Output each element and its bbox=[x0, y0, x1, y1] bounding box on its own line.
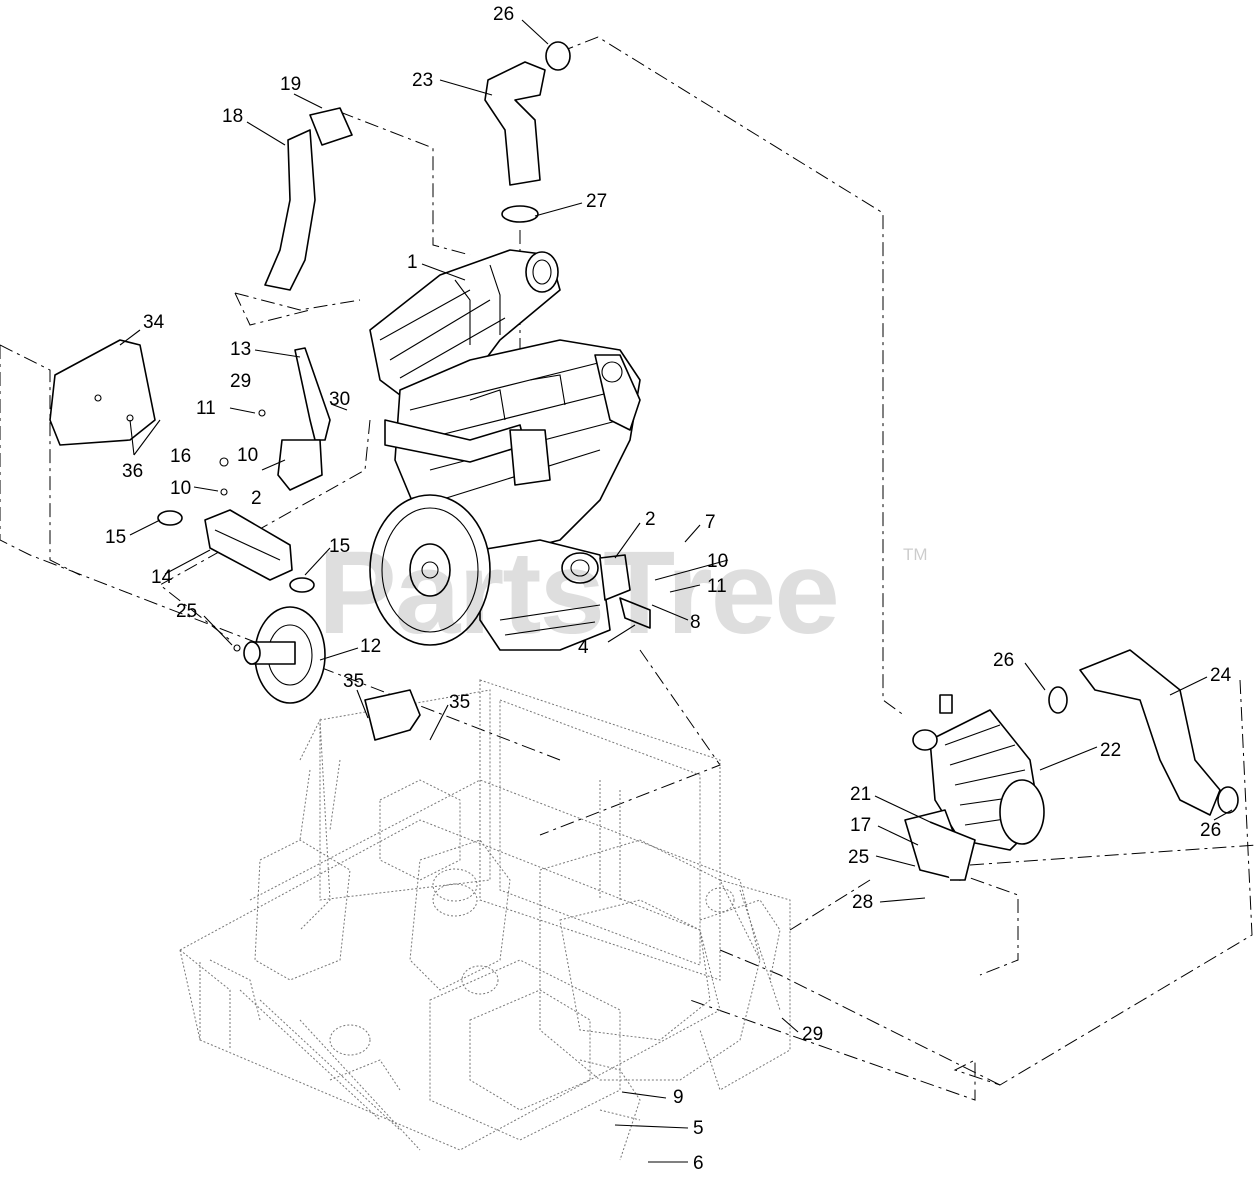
callout-10: 10 bbox=[170, 478, 191, 499]
engine bbox=[369, 249, 641, 651]
air-cleaner bbox=[904, 694, 1045, 881]
callout-27: 27 bbox=[586, 191, 607, 212]
callout-34: 34 bbox=[143, 312, 165, 333]
callout-6: 6 bbox=[693, 1153, 704, 1174]
callout-29: 29 bbox=[802, 1024, 823, 1045]
chassis-frame bbox=[179, 679, 791, 1161]
callout-4: 4 bbox=[578, 637, 589, 658]
callout-1: 1 bbox=[407, 252, 418, 273]
callout-29: 29 bbox=[230, 371, 251, 392]
callout-2: 2 bbox=[645, 509, 656, 530]
watermark-text: PartsTree bbox=[318, 527, 838, 659]
callout-26: 26 bbox=[993, 650, 1014, 671]
callout-5: 5 bbox=[693, 1118, 704, 1139]
callout-12: 12 bbox=[360, 636, 381, 657]
callout-30: 30 bbox=[329, 389, 350, 410]
callout-13: 13 bbox=[230, 339, 251, 360]
callout-14: 14 bbox=[151, 567, 173, 588]
callout-8: 8 bbox=[690, 612, 701, 633]
callout-24: 24 bbox=[1210, 665, 1232, 686]
callout-35: 35 bbox=[343, 671, 364, 692]
callout-36: 36 bbox=[122, 461, 143, 482]
callout-35: 35 bbox=[449, 692, 470, 713]
callout-15: 15 bbox=[105, 527, 126, 548]
callout-25: 25 bbox=[848, 847, 869, 868]
callout-28: 28 bbox=[852, 892, 873, 913]
trademark-symbol: TM bbox=[903, 545, 928, 564]
brackets bbox=[49, 339, 651, 741]
callout-26: 26 bbox=[493, 4, 514, 25]
callout-2: 2 bbox=[251, 488, 262, 509]
callout-9: 9 bbox=[673, 1087, 684, 1108]
callout-22: 22 bbox=[1100, 740, 1121, 761]
callout-labels: 26 23 19 18 27 1 34 13 29 30 11 10 36 16… bbox=[105, 4, 1232, 1174]
callout-18: 18 bbox=[222, 106, 243, 127]
callout-26: 26 bbox=[1200, 820, 1221, 841]
callout-21: 21 bbox=[850, 784, 871, 805]
callout-11: 11 bbox=[196, 398, 216, 419]
leader-lines bbox=[119, 19, 1233, 1163]
callout-10: 10 bbox=[237, 445, 258, 466]
callout-23: 23 bbox=[412, 70, 433, 91]
callout-11: 11 bbox=[707, 576, 727, 597]
callout-17: 17 bbox=[850, 815, 871, 836]
callout-7: 7 bbox=[705, 512, 716, 533]
callout-16: 16 bbox=[170, 446, 191, 467]
callout-19: 19 bbox=[280, 74, 301, 95]
callout-25: 25 bbox=[176, 601, 197, 622]
callout-15: 15 bbox=[329, 536, 350, 557]
hoses bbox=[264, 41, 1239, 816]
callout-10: 10 bbox=[707, 551, 728, 572]
